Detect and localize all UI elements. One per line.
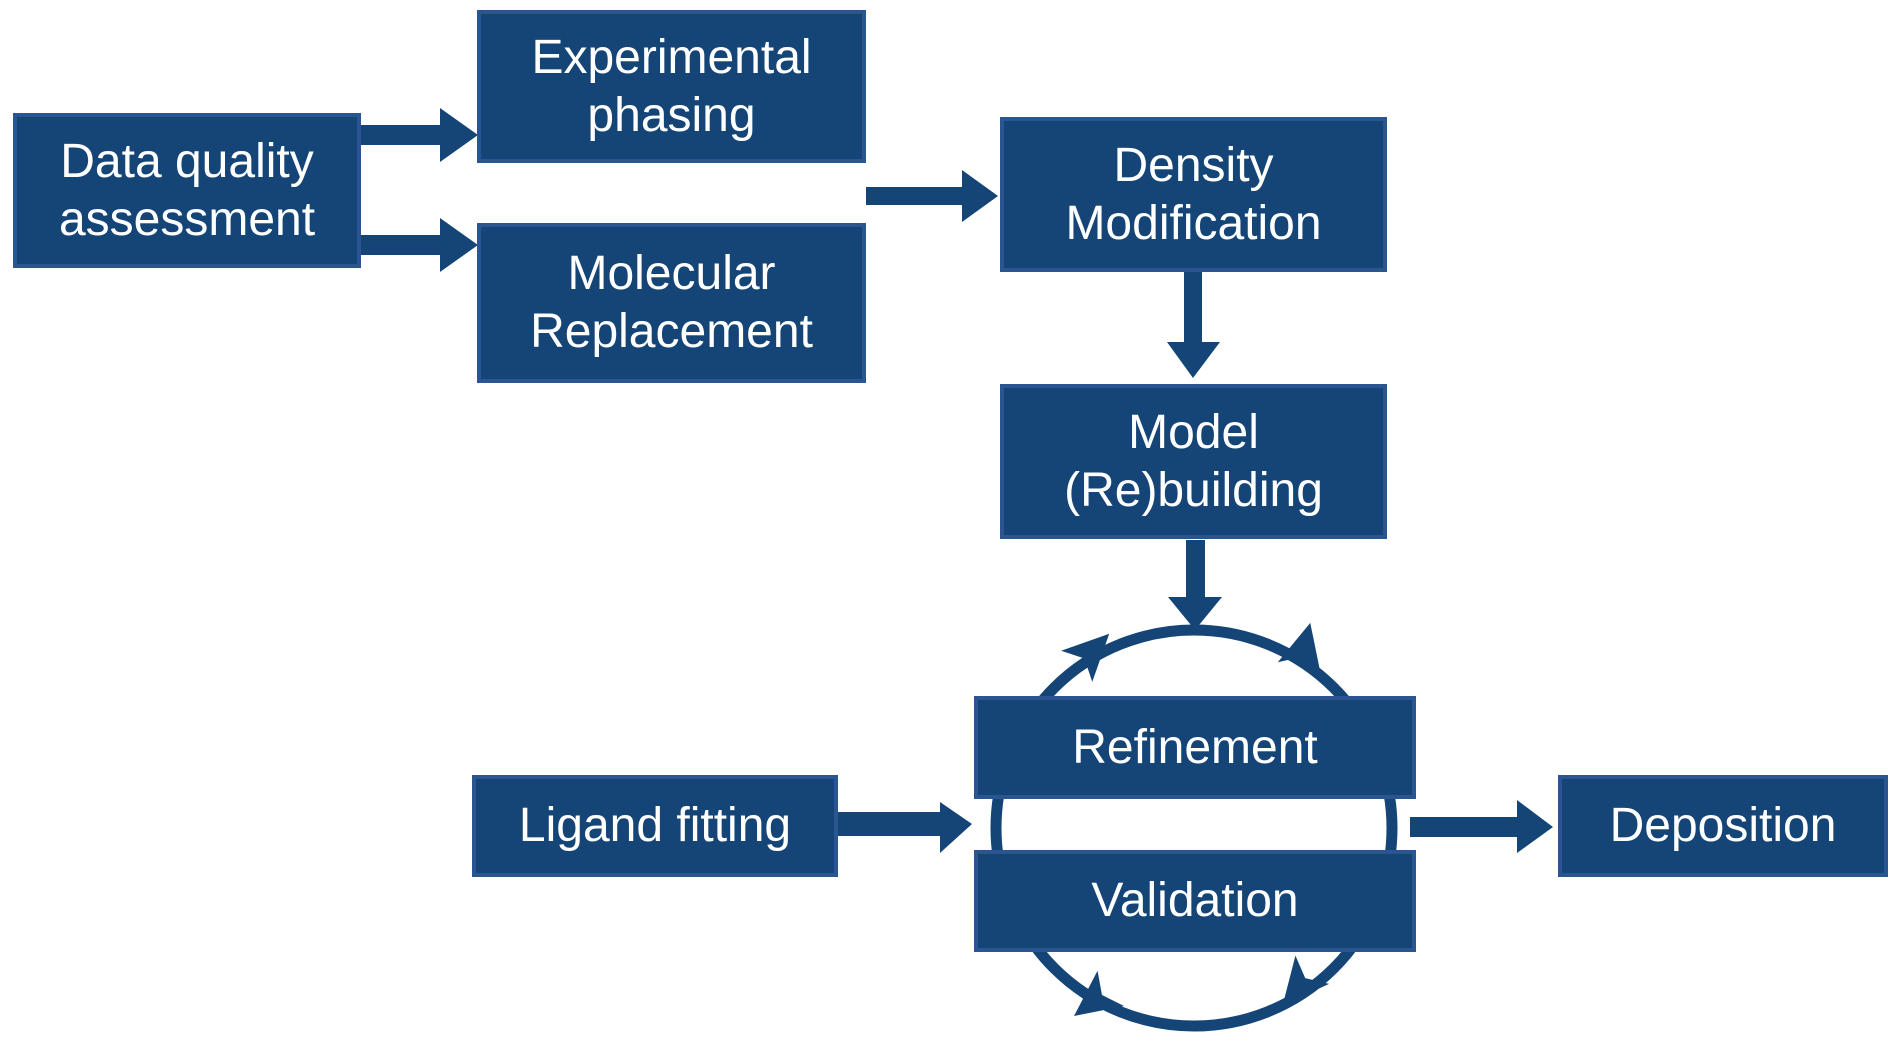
node-label: Experimental	[531, 30, 812, 84]
node-experimental-phasing: Experimental phasing	[477, 10, 866, 163]
node-label: Density	[1113, 138, 1274, 192]
node-ligand-fitting: Ligand fitting	[472, 775, 838, 877]
node-refinement: Refinement	[974, 696, 1416, 799]
cycle-arrowhead-bottom-right-icon	[1282, 955, 1330, 1005]
node-molecular-replacement: Molecular Replacement	[477, 223, 866, 383]
node-label: Refinement	[1072, 720, 1318, 774]
node-label: Molecular	[567, 247, 776, 301]
node-data-quality-assessment: Data quality assessment	[13, 113, 361, 268]
node-label: (Re)building	[1064, 463, 1323, 517]
node-label: Deposition	[1609, 799, 1837, 853]
node-label: phasing	[587, 88, 756, 142]
cycle-arrowhead-bottom-left-icon	[1074, 970, 1125, 1017]
node-density-modification: Density Modification	[1000, 117, 1387, 272]
arrow-model-rebuilding-to-cycle	[1168, 540, 1222, 630]
arrow-data-quality-to-molecular-replacement	[361, 218, 478, 272]
arrow-cycle-to-deposition	[1410, 800, 1553, 853]
arrow-ligand-fitting-to-cycle	[838, 802, 972, 853]
arrow-phasing-to-density-modification	[866, 170, 998, 222]
node-label: Ligand fitting	[518, 799, 792, 853]
node-deposition: Deposition	[1558, 775, 1888, 877]
arrow-data-quality-to-experimental-phasing	[361, 108, 478, 162]
node-label: Validation	[1091, 874, 1299, 928]
cycle-arrowhead-top-right-icon	[1277, 622, 1321, 673]
cycle-circle	[990, 624, 1398, 1032]
node-model-rebuilding: Model (Re)building	[1000, 384, 1387, 539]
arrow-density-modification-to-model-rebuilding	[1167, 272, 1220, 378]
node-label: assessment	[58, 192, 316, 246]
node-validation: Validation	[974, 850, 1416, 952]
node-label: Data quality	[60, 134, 314, 188]
node-label: Replacement	[530, 305, 813, 358]
node-label: Model	[1128, 405, 1259, 459]
node-label: Modification	[1065, 196, 1322, 250]
cycle-arrowhead-top-left-icon	[1061, 633, 1110, 682]
